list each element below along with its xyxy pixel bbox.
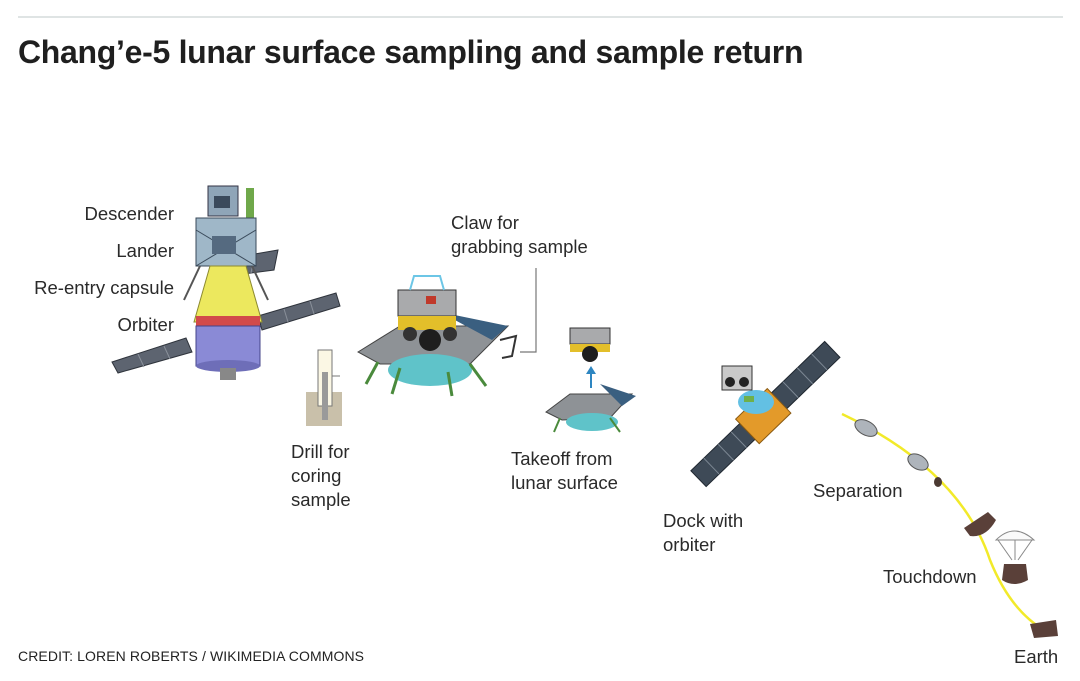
credit-line: CREDIT: LOREN ROBERTS / WIKIMEDIA COMMON…: [18, 648, 365, 664]
page-title: Chang’e-5 lunar surface sampling and sam…: [18, 34, 804, 70]
label-earth: Earth: [1014, 646, 1059, 667]
label-claw-line2: grabbing sample: [451, 236, 588, 257]
return-trajectory: [841, 412, 1058, 638]
takeoff-illustration: [545, 327, 636, 433]
label-descender: Descender: [84, 203, 174, 224]
claw-pointer-line: [520, 268, 537, 353]
drill-illustration: [306, 349, 342, 426]
label-takeoff-line2: lunar surface: [511, 472, 618, 493]
lander-on-surface: [357, 275, 518, 397]
docking-illustration: [690, 340, 841, 488]
label-takeoff-line1: Takeoff from: [511, 448, 613, 469]
label-claw-line1: Claw for: [451, 212, 519, 233]
label-touchdown: Touchdown: [883, 566, 977, 587]
label-lander: Lander: [116, 240, 174, 261]
label-orbiter: Orbiter: [117, 314, 174, 335]
label-dock-line1: Dock with: [663, 510, 744, 531]
label-drill-line1: Drill for: [291, 441, 350, 462]
label-dock-line2: orbiter: [663, 534, 716, 555]
label-separation: Separation: [813, 480, 903, 501]
top-rule: [18, 16, 1063, 18]
stacked-spacecraft: [111, 185, 341, 380]
label-drill-line2: coring: [291, 465, 342, 486]
label-drill-line3: sample: [291, 489, 351, 510]
label-reentry-capsule: Re-entry capsule: [34, 277, 174, 298]
